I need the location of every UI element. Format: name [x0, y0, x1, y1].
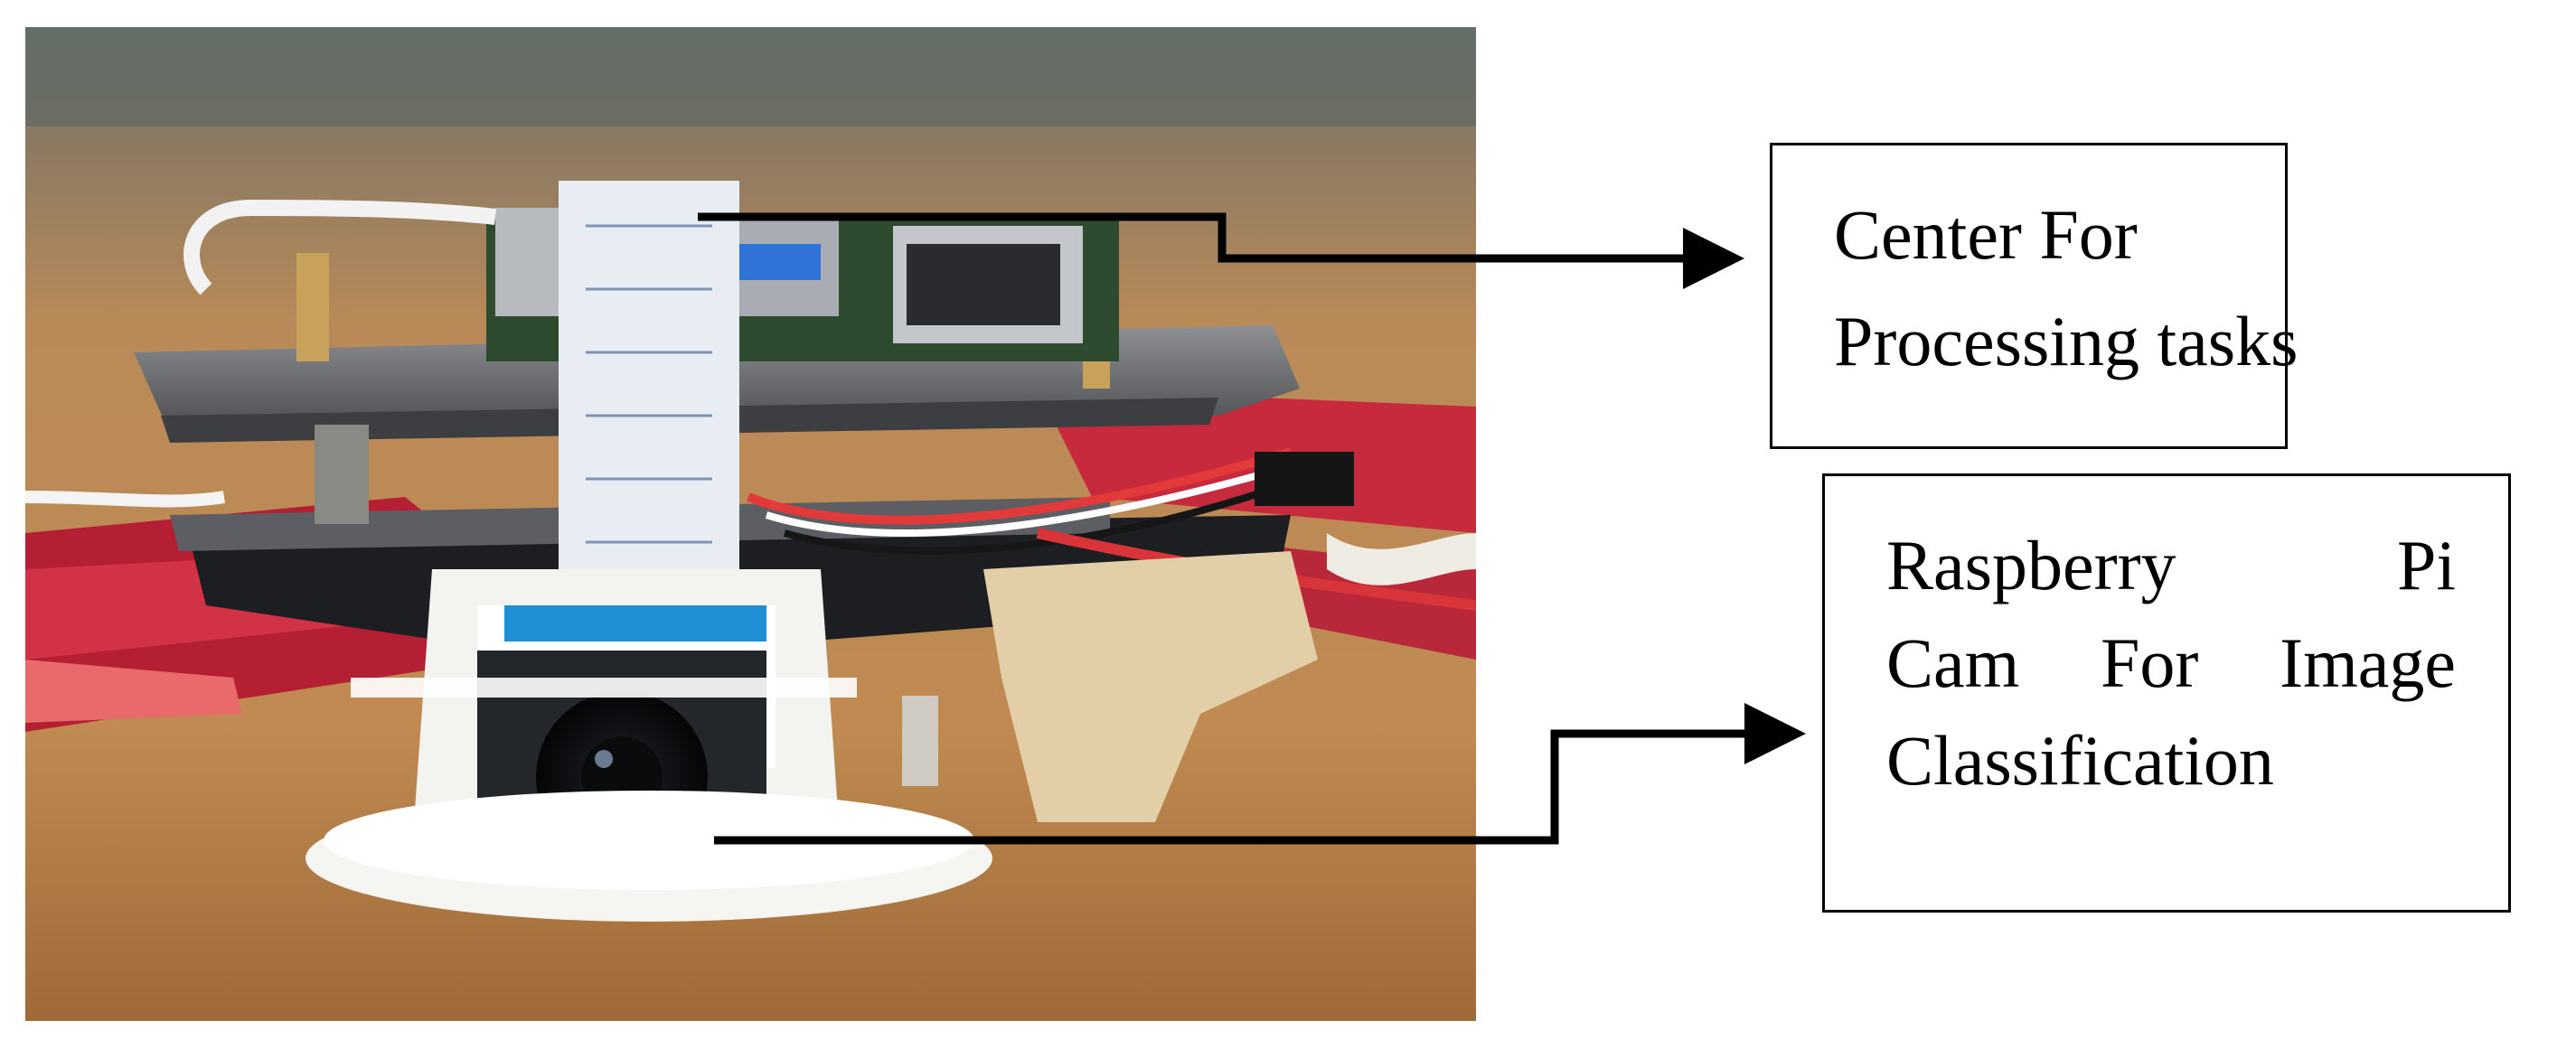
callout-processing-line-1: Center For	[1834, 195, 2138, 274]
callout-camera-box: Raspberry Pi Cam For Image Classificatio…	[1822, 473, 2511, 913]
callout-processing-line-2: Processing tasks	[1834, 302, 2299, 380]
arrow-processing	[698, 212, 1744, 289]
arrow-camera	[714, 703, 1806, 845]
drone-photo	[25, 27, 1476, 1021]
callout-camera-line-3: Classification	[1886, 721, 2274, 800]
callout-processing-box: Center For Processing tasks	[1770, 143, 2299, 449]
callout-camera-line-1: Raspberry Pi	[1886, 526, 2456, 604]
callout-camera-line-2: Cam For Image	[1886, 623, 2456, 702]
